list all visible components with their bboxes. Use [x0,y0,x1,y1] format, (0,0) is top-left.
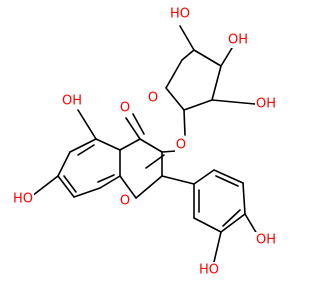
atom-oh-sugar-right: OH [255,96,277,112]
atom-o-pyran: O [119,193,131,209]
structure-canvas: HO OH OH O O O [12,6,277,278]
aromatic-double-bond [63,175,77,193]
atom-oh-c5: OH [61,93,83,109]
sugar-ho-bond [179,25,195,51]
atom-o-glycosidic: O [175,137,187,153]
pyranone-double-bond [145,154,165,169]
aromatic-bond [193,169,215,185]
phenol-bond [244,213,258,235]
phenol-bond [213,231,222,263]
atom-o-carbonyl-label: O [120,101,130,116]
sugar-ring-bond [211,65,222,101]
aromatic-double-bond [215,175,239,187]
aromatic-bond [57,175,75,198]
atom-ho-top-label: HO [170,7,190,22]
atom-ho-c7: HO [12,191,34,207]
glycosidic-bond [183,109,186,136]
carbonyl-double-bond [132,113,145,135]
molecule-diagram: HO OH OH O O O [12,6,277,278]
carbonyl-bond [125,117,141,140]
bond-layer [31,25,258,263]
atom-ho-catechol-3-label: HO [199,263,219,278]
atom-oh-catechol-4: OH [255,232,277,248]
aromatic-bond [99,175,121,189]
atom-oh-sugar-upper: OH [227,32,249,48]
phenol-bond [31,175,59,197]
aromatic-bond [95,138,121,151]
aromatic-double-bond [77,144,95,156]
atom-ho-catechol-3: HO [198,262,220,278]
pyranone-bond [119,138,141,151]
glycosidic-bond [161,150,177,153]
sugar-ring-bond [181,49,195,61]
aromatic-bond [193,217,222,233]
pyranone-bond [135,175,163,199]
atom-ho-top: HO [169,6,191,22]
atom-o-pyran-label: O [120,194,130,209]
sugar-ring-bond [183,99,213,111]
pyranone-bond [139,138,163,153]
atom-o-glycosidic-label: O [176,138,186,153]
pyranone-bond [119,175,137,199]
atom-o-ring: O [147,90,159,106]
aromatic-bond [73,187,101,198]
atom-o-carbonyl: O [119,100,131,116]
sugar-ring-bond [193,49,222,67]
atom-label-layer: HO OH OH O O O [12,6,277,278]
aromatic-double-bond [222,209,241,227]
sugar-ring-bond [165,87,185,111]
atom-oh-sugar-upper-label: OH [228,33,248,48]
atom-ho-c7-label: HO [13,192,33,207]
atom-oh-catechol-4-label: OH [256,233,276,248]
aromatic-bond [220,213,246,233]
aromatic-double-bond [97,174,115,183]
phenol-bond [77,109,97,140]
atom-oh-sugar-right-label: OH [256,97,276,112]
sugar-ring-bond [165,59,183,89]
biaryl-bond [161,175,195,185]
sugar-oh-bond [211,99,256,105]
atom-oh-c5-label: OH [62,94,82,109]
aromatic-bond [69,138,97,153]
aromatic-bond [242,182,246,215]
sugar-oh-bond [220,47,233,67]
aromatic-bond [57,151,71,177]
aromatic-bond [213,169,244,184]
atom-o-ring-label: O [148,91,158,106]
